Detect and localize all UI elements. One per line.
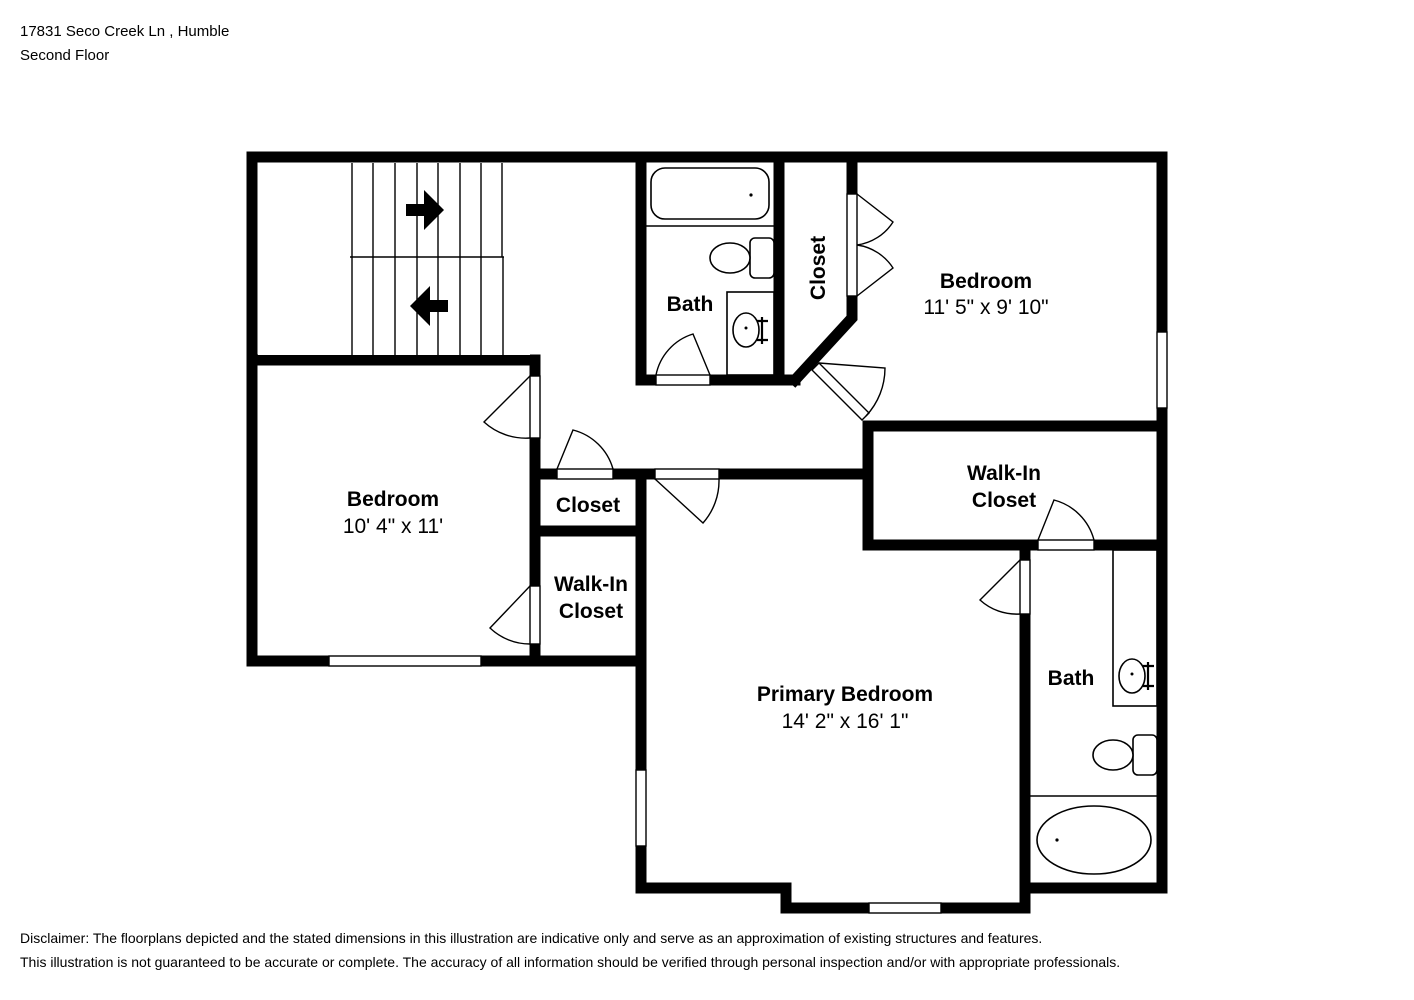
floor-label: Second Floor xyxy=(20,47,110,64)
walkin-right-name-line1: Walk-In xyxy=(967,462,1041,485)
bedroom-right-dimensions: 11' 5" x 9' 10" xyxy=(923,296,1048,319)
disclaimer-line-1: Disclaimer: The floorplans depicted and … xyxy=(20,930,1043,946)
stairs xyxy=(258,163,530,355)
window-bedroom-left xyxy=(328,655,482,667)
door-bedroom-right xyxy=(811,362,870,421)
walkin-right-name-line2: Closet xyxy=(972,489,1036,512)
bathtub-primary xyxy=(1036,805,1152,875)
exterior-wall xyxy=(246,151,1168,914)
toilet-primary xyxy=(1132,734,1158,776)
property-address: 17831 Seco Creek Ln , Humble xyxy=(20,23,230,40)
window-bedroom-right xyxy=(1156,331,1168,409)
door-bath-upper xyxy=(655,374,711,386)
bath-primary-name: Bath xyxy=(1048,667,1095,690)
toilet-upper xyxy=(749,237,775,279)
bathtub-upper xyxy=(650,167,770,220)
closet-upper-name: Closet xyxy=(807,236,830,300)
primary-bedroom-dimensions: 14' 2" x 16' 1" xyxy=(782,710,909,733)
windows xyxy=(328,331,1168,914)
door-bedroom-left xyxy=(529,375,541,439)
door-closet-upper xyxy=(846,193,858,297)
doors xyxy=(482,193,1095,645)
closet-hall-name: Closet xyxy=(556,494,620,517)
door-primary-bedroom xyxy=(654,468,720,480)
bedroom-right-name: Bedroom xyxy=(940,270,1032,293)
door-swing-bedroom-left xyxy=(482,375,531,439)
bedroom-left-name: Bedroom xyxy=(347,488,439,511)
fixtures xyxy=(646,167,1158,875)
bedroom-left-dimensions: 10' 4" x 11' xyxy=(343,515,443,538)
room-labels: Bedroom 10' 4" x 11' Bedroom 11' 5" x 9'… xyxy=(343,236,1095,733)
primary-bedroom-name: Primary Bedroom xyxy=(757,683,933,706)
walkin-left-name-line1: Walk-In xyxy=(554,573,628,596)
door-closet-hall xyxy=(556,468,614,480)
walkin-left-name-line2: Closet xyxy=(559,600,623,623)
disclaimer-line-2: This illustration is not guaranteed to b… xyxy=(20,954,1121,970)
door-walkin-right xyxy=(1037,539,1095,551)
stair-arrow-right-icon xyxy=(406,190,444,230)
door-bath-primary xyxy=(1019,559,1031,615)
window-primary-west xyxy=(635,769,647,847)
bath-upper-name: Bath xyxy=(667,293,714,316)
window-primary-south xyxy=(868,902,942,914)
stair-arrow-left-icon xyxy=(410,286,448,326)
door-walkin-left xyxy=(529,585,541,645)
